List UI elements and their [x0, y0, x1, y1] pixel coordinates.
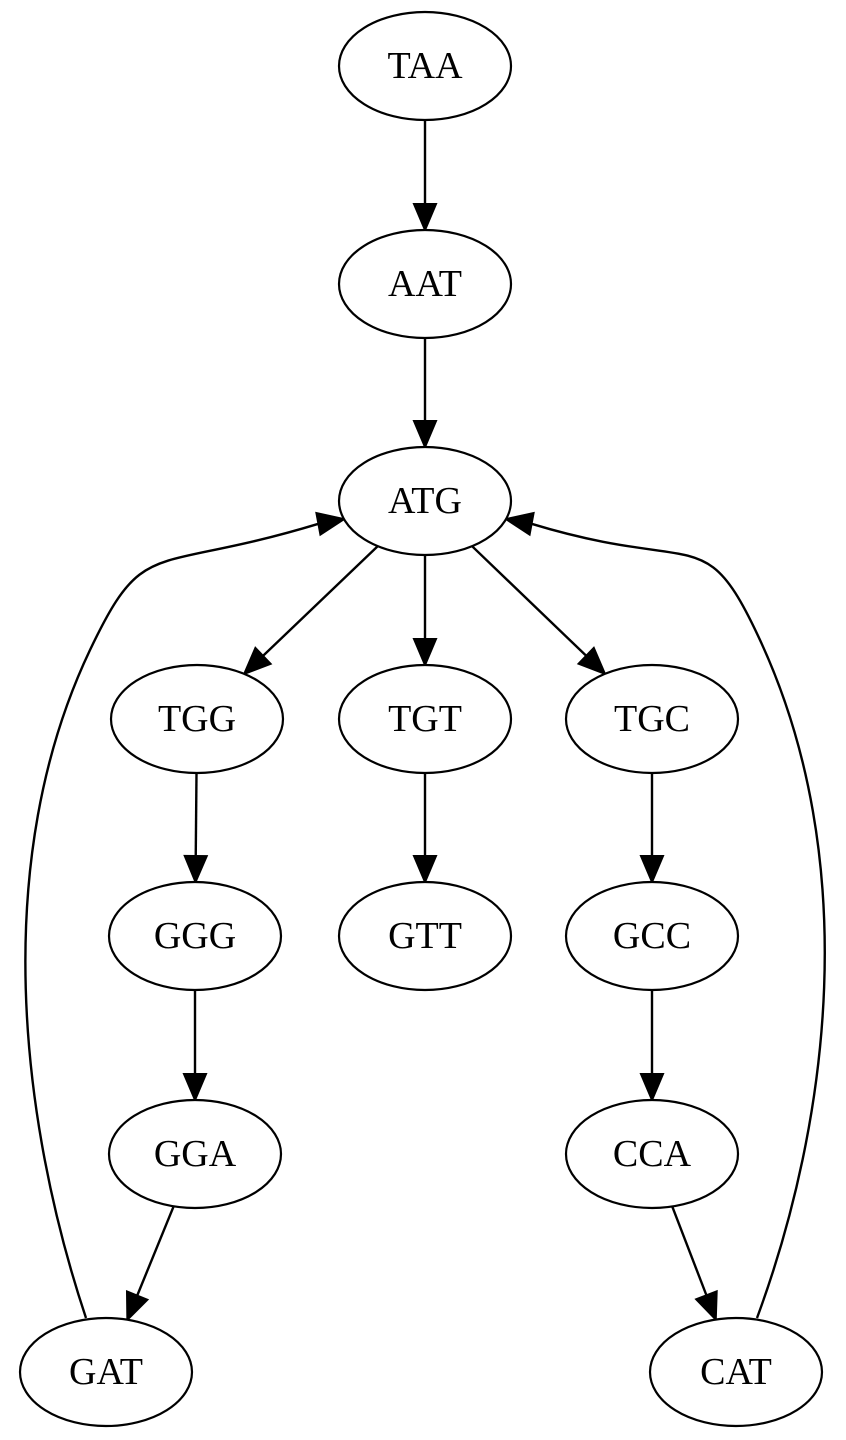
node-tgg: TGG — [109, 663, 285, 775]
edge-tgt-to-gtt — [412, 773, 438, 885]
node-ggg: GGG — [107, 880, 283, 992]
edge-gat-to-atg — [24, 511, 347, 1319]
edge-gcc-to-cca — [639, 990, 665, 1103]
node-label: GGG — [154, 915, 236, 957]
node-label: ATG — [388, 480, 462, 522]
node-gtt: GTT — [337, 880, 513, 992]
node-ellipse — [564, 1098, 740, 1210]
arrowhead — [639, 1073, 665, 1103]
node-atg: ATG — [337, 445, 513, 557]
node-ellipse — [107, 1098, 283, 1210]
node-label: TGT — [388, 698, 462, 740]
edge-tgc-to-gcc — [639, 773, 665, 885]
edge-atg-to-tgt — [412, 555, 438, 668]
node-ellipse — [109, 663, 285, 775]
edge-line — [194, 772, 198, 857]
arrowhead — [412, 638, 438, 668]
arrowhead — [315, 511, 347, 537]
edge-cat-to-atg — [503, 511, 826, 1319]
node-label: TGG — [158, 698, 236, 740]
arrowhead — [639, 855, 665, 885]
nodes-layer: TAA AAT ATG TGG TGT TGC GGG GTT GCC GGA CCA GAT CAT — [18, 10, 824, 1428]
arrowhead — [576, 646, 607, 676]
edge-tgg-to-ggg — [183, 772, 209, 885]
node-ellipse — [648, 1316, 824, 1428]
node-gga: GGA — [107, 1098, 283, 1210]
node-label: GTT — [388, 915, 462, 957]
node-label: GAT — [69, 1351, 143, 1393]
node-ellipse — [18, 1316, 194, 1428]
node-ellipse — [337, 445, 513, 557]
edge-cca-to-cat — [671, 1206, 718, 1322]
node-tgc: TGC — [564, 663, 740, 775]
node-ellipse — [337, 10, 513, 122]
arrowhead — [412, 420, 438, 450]
node-gat: GAT — [18, 1316, 194, 1428]
edge-aat-to-atg — [412, 338, 438, 450]
node-label: AAT — [388, 263, 462, 305]
node-tgt: TGT — [337, 663, 513, 775]
edge-line — [136, 1205, 175, 1297]
edge-line — [671, 1206, 708, 1296]
node-ellipse — [564, 663, 740, 775]
node-aat: AAT — [337, 228, 513, 340]
arrowhead — [412, 203, 438, 233]
node-ellipse — [564, 880, 740, 992]
edges-layer — [24, 120, 826, 1323]
arrowhead — [183, 854, 209, 885]
arrowhead — [125, 1289, 150, 1323]
edge-atg-to-tgc — [471, 545, 607, 676]
edge-atg-to-tgg — [242, 545, 379, 676]
edge-line — [262, 545, 379, 657]
node-ellipse — [337, 880, 513, 992]
node-label: TAA — [387, 45, 463, 87]
node-label: TGC — [614, 698, 690, 740]
edge-curve — [531, 522, 826, 1319]
node-label: CAT — [700, 1351, 772, 1393]
arrowhead — [412, 855, 438, 885]
node-label: GCC — [613, 915, 691, 957]
node-label: CCA — [613, 1133, 692, 1175]
edge-ggg-to-gga — [182, 990, 208, 1103]
edge-taa-to-aat — [412, 120, 438, 233]
node-ellipse — [337, 228, 513, 340]
arrowhead — [694, 1289, 718, 1322]
edge-line — [471, 545, 588, 657]
node-cca: CCA — [564, 1098, 740, 1210]
node-ellipse — [107, 880, 283, 992]
edge-curve — [24, 522, 319, 1319]
node-gcc: GCC — [564, 880, 740, 992]
node-ellipse — [337, 663, 513, 775]
arrowhead — [242, 646, 273, 676]
node-label: GGA — [154, 1133, 237, 1175]
arrowhead — [503, 511, 535, 537]
arrowhead — [182, 1073, 208, 1103]
edge-gga-to-gat — [125, 1205, 175, 1323]
node-taa: TAA — [337, 10, 513, 122]
node-cat: CAT — [648, 1316, 824, 1428]
